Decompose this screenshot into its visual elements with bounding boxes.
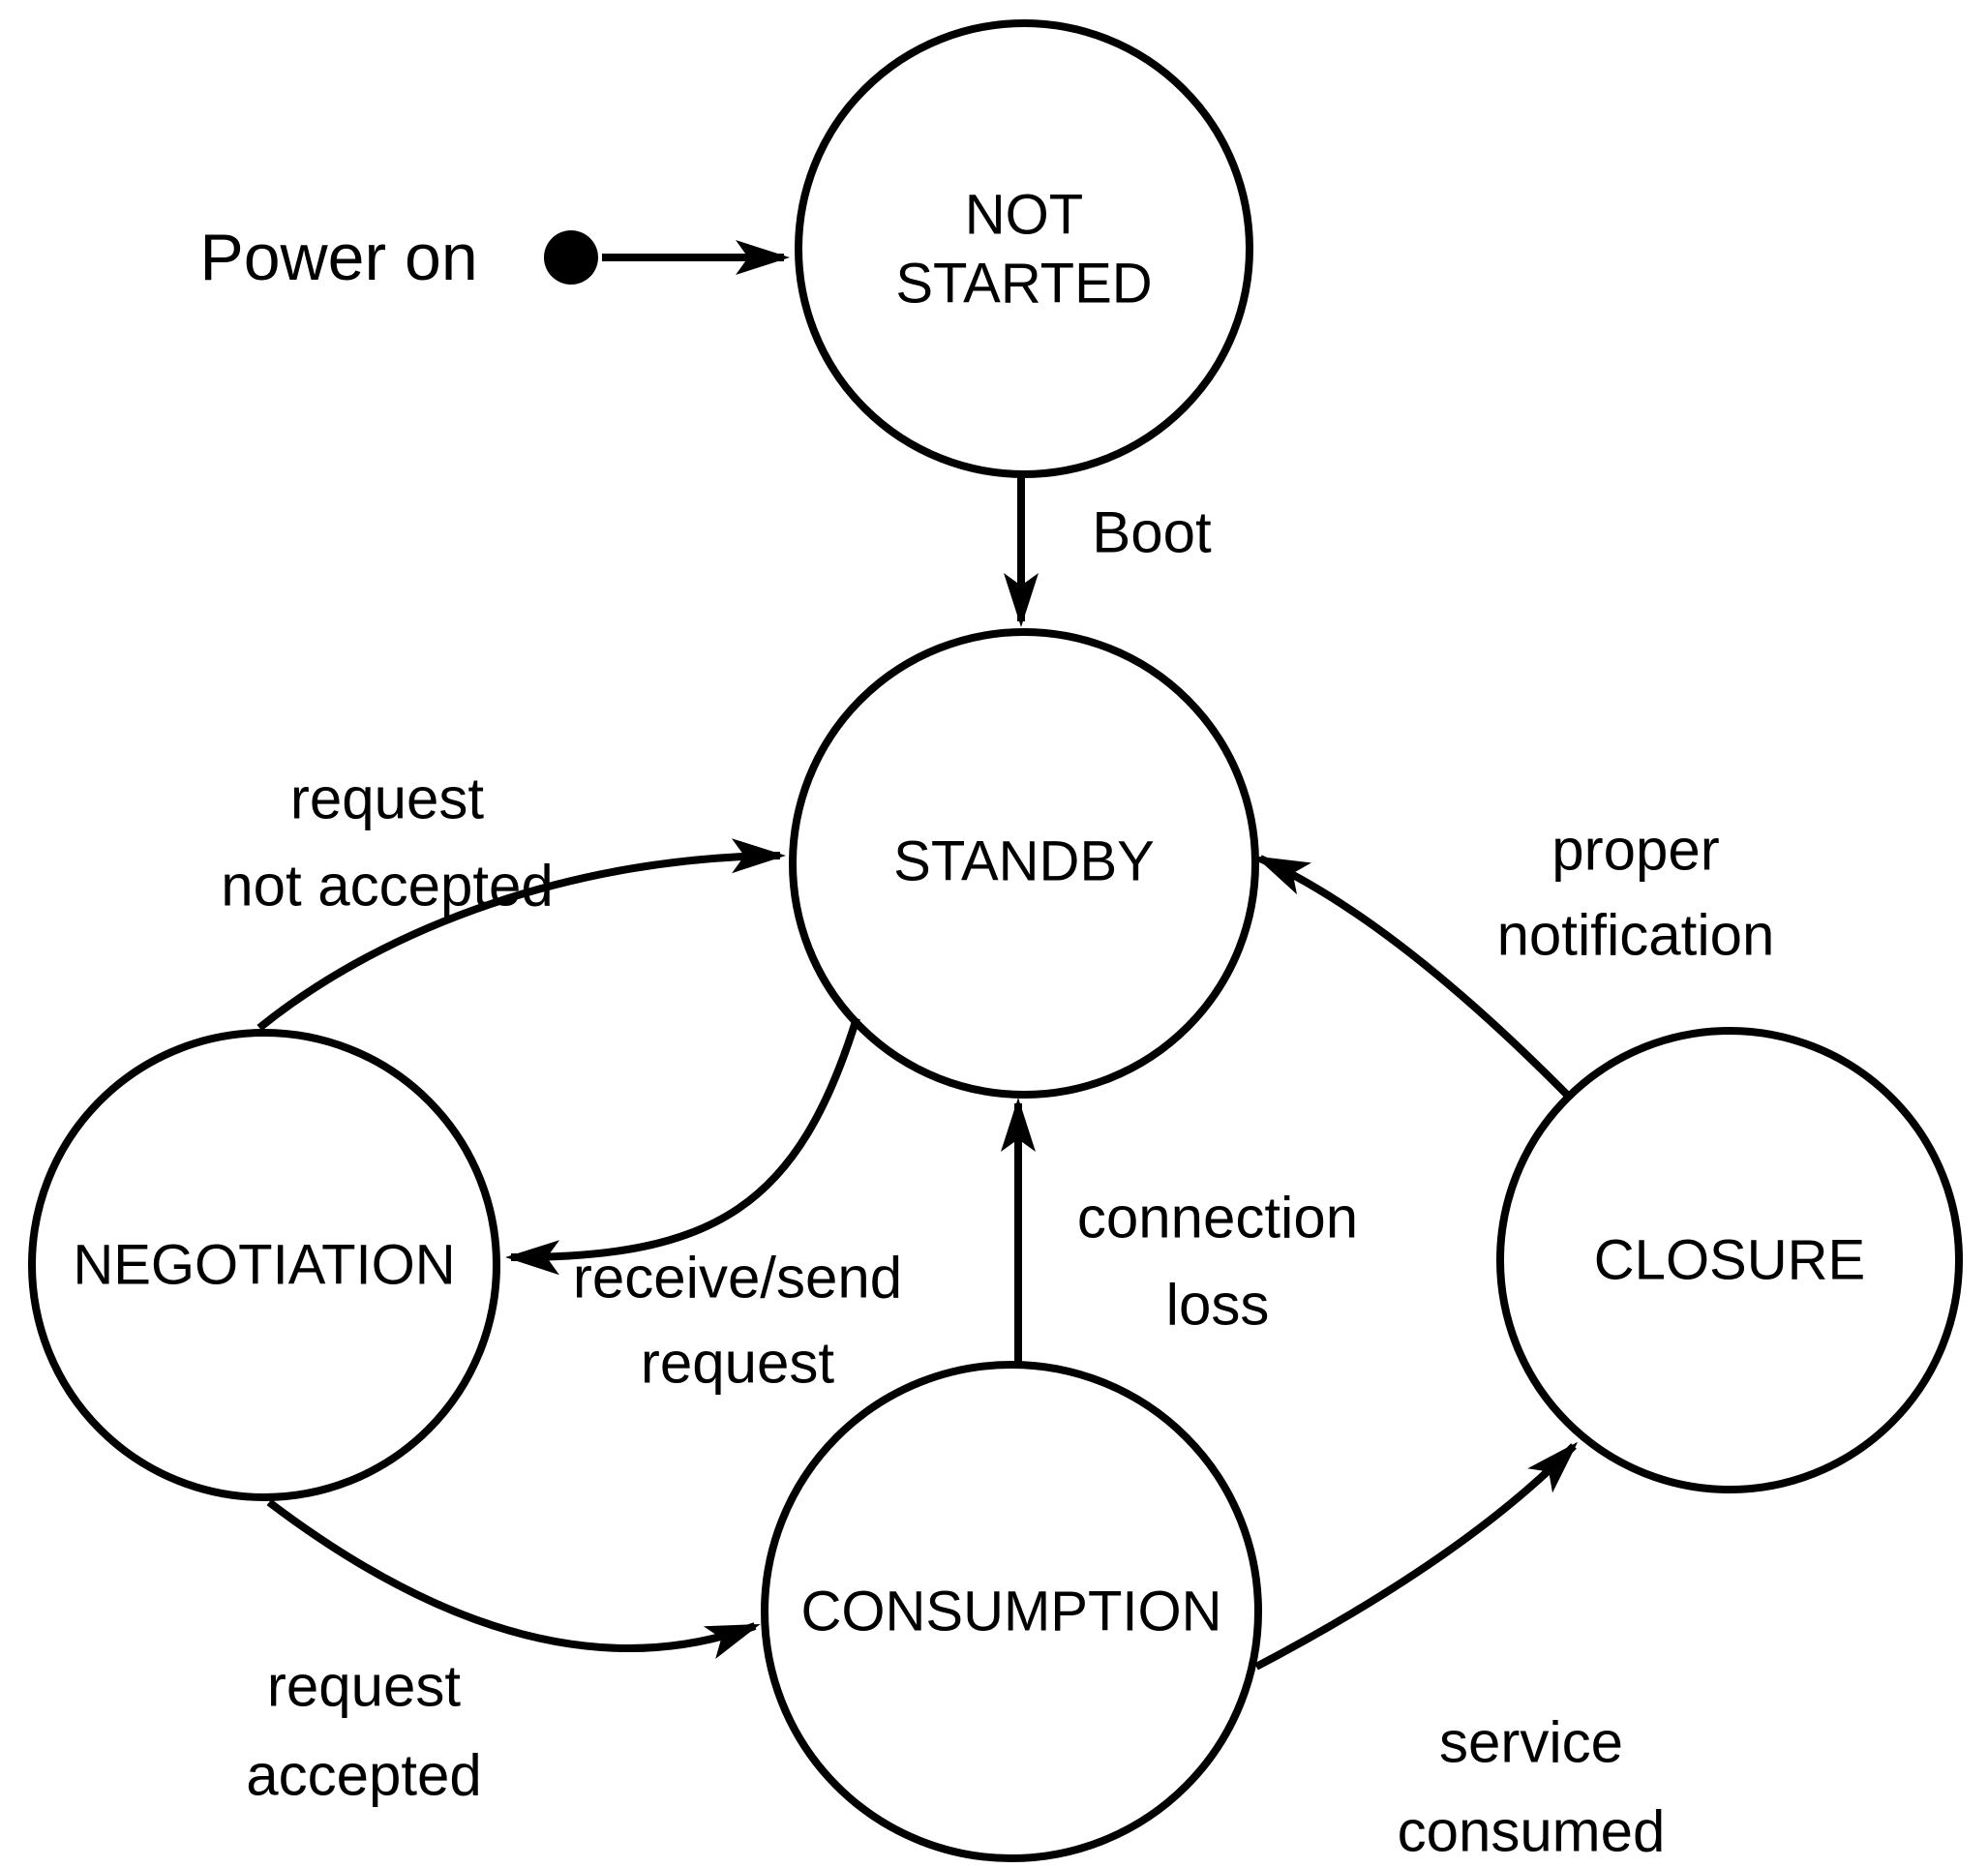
transition-label-service-consumed-line1: service	[1439, 1710, 1623, 1775]
transition-label-receive-send-request-line2: request	[641, 1331, 834, 1396]
state-label-closure: CLOSURE	[1594, 1229, 1865, 1292]
transition-label-proper-notification-line1: proper	[1551, 818, 1719, 883]
state-not-started	[795, 19, 1253, 478]
state-circle-negotiation	[28, 1029, 500, 1501]
transition-standby-to-negotiation-arrow	[505, 1016, 860, 1276]
state-label-not-started-line1: NOT	[965, 184, 1083, 247]
state-circle-closure	[1496, 1027, 1963, 1493]
state-negotiation	[28, 1029, 500, 1501]
initial-state-dot	[544, 230, 598, 285]
transition-consumption-to-closure-arrow	[1254, 1441, 1579, 1671]
transition-label-request-accepted-line2: accepted	[246, 1743, 482, 1808]
initial-state-label: Power on	[199, 221, 477, 294]
state-circle-not-started	[795, 19, 1253, 478]
transition-label-proper-notification-line2: notification	[1497, 903, 1775, 968]
transition-label-request-not-accepted-line2: not accepted	[221, 854, 554, 919]
transition-label-boot: Boot	[1092, 500, 1212, 565]
transition-label-connection-loss-line2: loss	[1166, 1273, 1270, 1338]
transition-label-receive-send-request-line1: receive/send	[573, 1246, 902, 1311]
transition-label-connection-loss-line1: connection	[1077, 1186, 1358, 1250]
transition-label-service-consumed-line2: consumed	[1398, 1799, 1666, 1864]
state-closure	[1496, 1027, 1963, 1493]
transition-negotiation-to-standby-arrow	[256, 838, 786, 1032]
state-circle-consumption	[761, 1361, 1262, 1862]
state-label-consumption: CONSUMPTION	[801, 1581, 1222, 1643]
transition-label-request-not-accepted-line1: request	[290, 767, 484, 831]
state-consumption	[761, 1361, 1262, 1862]
transition-closure-to-standby-arrow	[1254, 855, 1571, 1099]
transition-label-request-accepted-line1: request	[267, 1654, 461, 1719]
state-label-standby: STANDBY	[893, 830, 1155, 893]
state-label-not-started-line2: STARTED	[895, 253, 1152, 316]
transition-negotiation-to-consumption-arrow	[266, 1498, 761, 1660]
state-label-negotiation: NEGOTIATION	[73, 1234, 455, 1297]
